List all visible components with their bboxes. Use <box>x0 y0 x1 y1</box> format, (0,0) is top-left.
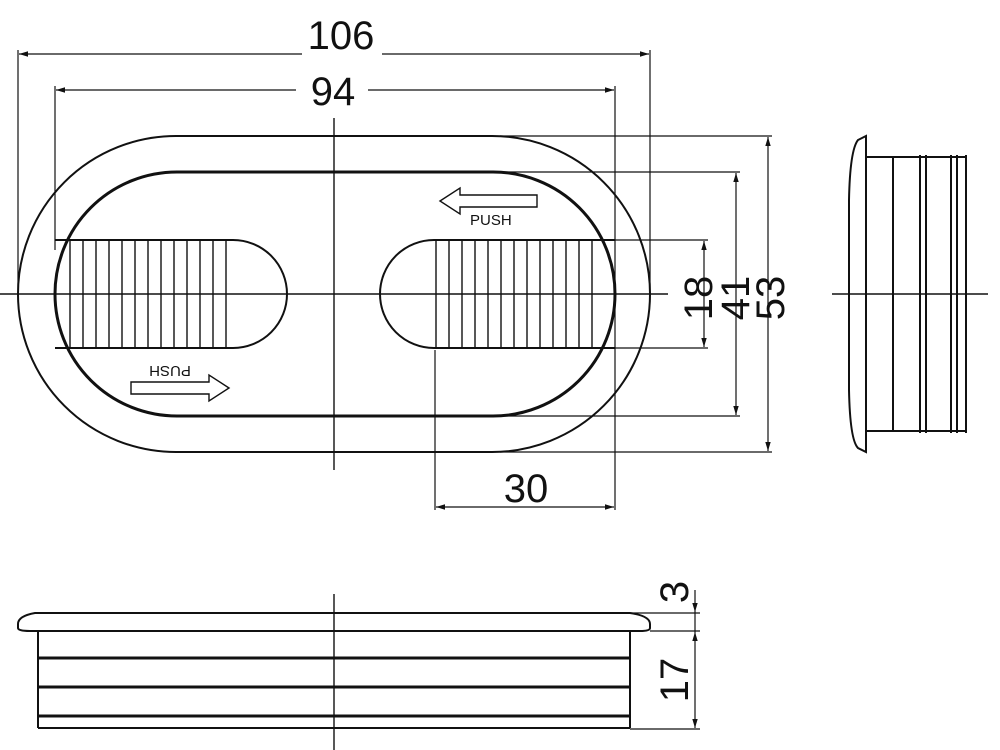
push-arrow-bottom: PUSH <box>130 362 231 403</box>
dim-body-height: 17 <box>653 632 698 728</box>
dim-17-label: 17 <box>653 658 697 703</box>
dim-53-label: 53 <box>749 276 793 321</box>
dim-18-label: 18 <box>677 276 721 321</box>
dim-94-label: 94 <box>311 70 356 114</box>
dim-41-label: 41 <box>714 276 758 321</box>
side-view <box>832 134 988 454</box>
dim-overall-length: 106 <box>17 14 651 300</box>
push-label-top: PUSH <box>470 212 512 229</box>
dim-106-label: 106 <box>308 14 375 58</box>
dim-overall-height: 53 <box>749 137 793 451</box>
dim-inner-height: 41 <box>714 173 758 415</box>
front-view: 3 17 <box>17 581 700 750</box>
dim-3-label: 3 <box>653 581 697 603</box>
top-view: PUSH PUSH 106 94 30 <box>0 14 793 511</box>
dim-30-label: 30 <box>504 467 549 511</box>
push-arrow-top: PUSH <box>438 186 538 229</box>
push-label-bottom: PUSH <box>149 362 191 379</box>
dim-slot-width: 30 <box>434 350 614 511</box>
dim-flange-thickness: 3 <box>653 581 698 632</box>
dim-slot-height: 18 <box>677 241 721 347</box>
dim-inner-length: 94 <box>54 68 616 510</box>
